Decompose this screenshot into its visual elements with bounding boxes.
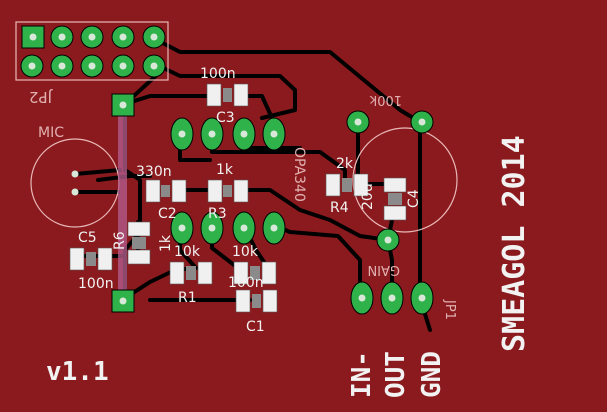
r4-resistor: 2k R4 xyxy=(325,156,369,216)
r6-resistor: R6 1k xyxy=(112,221,174,265)
jp2-drills xyxy=(28,33,158,70)
version-label: v1.1 xyxy=(46,357,109,387)
mic-label: MIC xyxy=(38,125,64,141)
r1-body xyxy=(186,266,196,280)
c2-value: 330n xyxy=(136,164,172,180)
c3-pad-2 xyxy=(233,83,249,107)
pot-label: 100k xyxy=(369,92,402,107)
gain-potentiometer: 100k GAIN xyxy=(346,92,458,277)
r3-value: 1k xyxy=(216,162,234,178)
c5-capacitor: C5 100n xyxy=(69,230,114,292)
c4-body xyxy=(388,193,402,205)
c4-value: 20u xyxy=(360,183,376,210)
c5-pad-2 xyxy=(97,247,113,271)
board-title: SMEAGOL 2014 xyxy=(497,135,532,352)
r1-resistor: 10k R1 xyxy=(169,244,213,306)
jp1-label: JP1 xyxy=(442,299,457,320)
c3-value: 100n xyxy=(200,66,236,82)
in-label: IN- xyxy=(347,351,377,398)
c3-capacitor: 100n C3 xyxy=(200,66,249,126)
c1-value: 100n xyxy=(228,275,264,291)
c3-body xyxy=(223,88,232,102)
pot-outline xyxy=(352,127,458,233)
r2-resistor: 10k R2 xyxy=(232,244,277,285)
r3-pad-1 xyxy=(207,179,223,203)
c1-pad-1 xyxy=(235,289,251,313)
r2-pad-1 xyxy=(233,261,249,285)
r4-name: R4 xyxy=(330,200,349,216)
r1-name: R1 xyxy=(178,290,197,306)
c1-body xyxy=(252,294,261,308)
jumper-pads xyxy=(111,93,135,313)
r6-pad-1 xyxy=(127,221,151,237)
gnd-label: GND xyxy=(417,351,447,398)
jp2-label: JP2 xyxy=(29,88,53,106)
c3-pad-1 xyxy=(206,83,222,107)
c4-name: C4 xyxy=(406,189,422,208)
jp2-header: JP2 xyxy=(15,21,169,106)
mic-pin-2 xyxy=(71,188,79,196)
c4-pad-1 xyxy=(383,177,407,193)
trace-r3-right xyxy=(244,188,390,242)
r4-body xyxy=(342,178,352,192)
c1-capacitor: 100n C1 xyxy=(228,275,278,335)
opa340-ic: OPA340 xyxy=(170,117,307,245)
c5-pad-1 xyxy=(69,247,85,271)
c2-pad-1 xyxy=(145,179,161,203)
out-label: OUT xyxy=(381,351,411,398)
trace-top-loop xyxy=(153,62,297,120)
r3-name: R3 xyxy=(208,206,227,222)
trace-top-long xyxy=(151,36,422,124)
jp2-outline xyxy=(15,21,169,81)
r2-body xyxy=(250,266,260,280)
c5-body xyxy=(86,252,96,266)
trace-c3-right xyxy=(244,94,274,120)
r1-pad-1 xyxy=(169,261,185,285)
r3-body xyxy=(223,185,232,197)
trace-r1-left xyxy=(123,266,198,300)
left-jumper-wire xyxy=(118,106,127,294)
c5-name: C5 xyxy=(78,230,97,246)
mic-pin-1 xyxy=(71,170,79,178)
ic-top-pins xyxy=(170,117,286,151)
gain-label: GAIN xyxy=(367,262,400,277)
jp1-connector: JP1 xyxy=(350,281,457,320)
ic-label: OPA340 xyxy=(291,147,307,202)
c2-body xyxy=(161,185,170,197)
r2-pad-2 xyxy=(261,261,277,285)
r1-pad-2 xyxy=(197,261,213,285)
r4-value: 2k xyxy=(336,156,354,172)
r4-pad-2 xyxy=(353,173,369,197)
c1-pad-2 xyxy=(262,289,278,313)
r6-value: 1k xyxy=(158,234,174,252)
r1-value: 10k xyxy=(174,244,201,260)
trace-mic-1 xyxy=(73,168,122,176)
r3-pad-2 xyxy=(233,179,249,203)
r4-pad-1 xyxy=(325,173,341,197)
c5-value: 100n xyxy=(78,276,114,292)
trace-c2-r3 xyxy=(96,174,152,182)
c2-capacitor: 330n C2 xyxy=(136,164,187,222)
r6-pad-2 xyxy=(127,249,151,265)
c4-pad-2 xyxy=(383,205,407,221)
r2-value: 10k xyxy=(232,244,259,260)
ic-bottom-pins xyxy=(170,211,286,245)
r6-name: R6 xyxy=(112,231,128,250)
c1-name: C1 xyxy=(246,319,265,335)
c2-name: C2 xyxy=(158,206,177,222)
r6-body xyxy=(132,237,146,249)
c4-capacitor: 20u C4 xyxy=(360,177,422,221)
c2-pad-2 xyxy=(171,179,187,203)
r3-resistor: 1k R3 xyxy=(207,162,249,222)
c3-name: C3 xyxy=(216,110,235,126)
